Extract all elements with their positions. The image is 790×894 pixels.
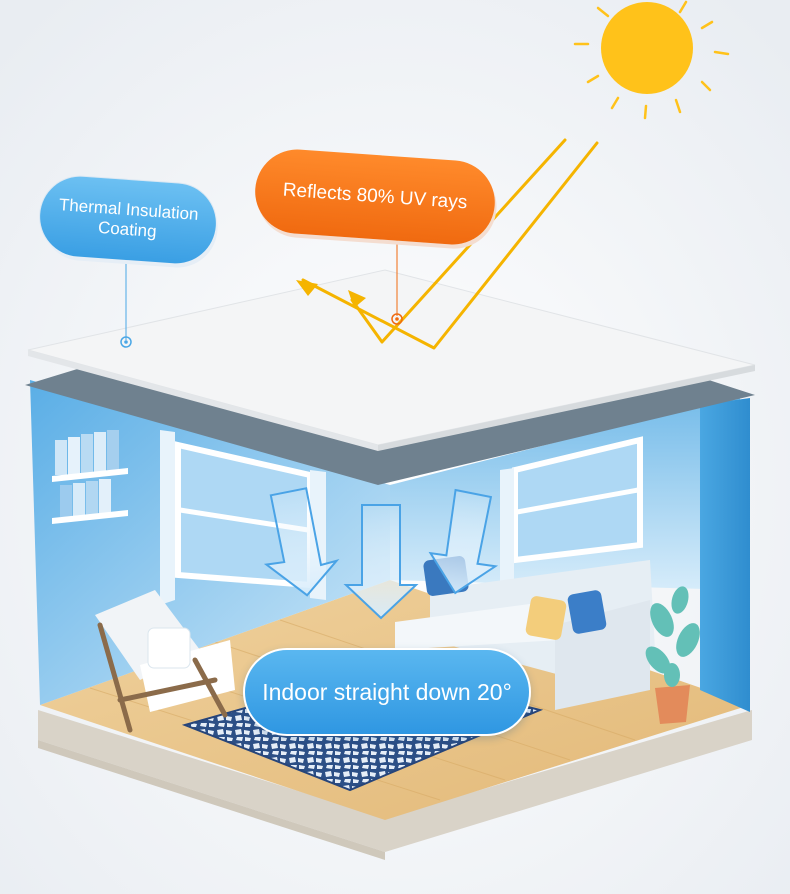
thermal-coating-label: Thermal Insulation Coating [37,173,219,267]
plant [645,586,700,724]
window-right [500,436,643,592]
uv-reflect-text: Reflects 80% UV rays [282,179,468,214]
uv-rays [301,138,599,350]
right-wall [700,398,750,712]
arrow-down-icon [263,487,499,620]
indoor-temp-text: Indoor straight down 20° [262,678,512,705]
bookshelf [52,430,128,524]
thermal-coating-text: Thermal Insulation Coating [58,195,200,241]
armchair [95,590,235,733]
sofa [395,556,655,710]
uv-reflect-label: Reflects 80% UV rays [252,146,498,248]
room-base [38,710,752,860]
indoor-temp-label: Indoor straight down 20° [243,648,531,736]
sun-icon [573,0,730,120]
window-left [160,430,326,605]
